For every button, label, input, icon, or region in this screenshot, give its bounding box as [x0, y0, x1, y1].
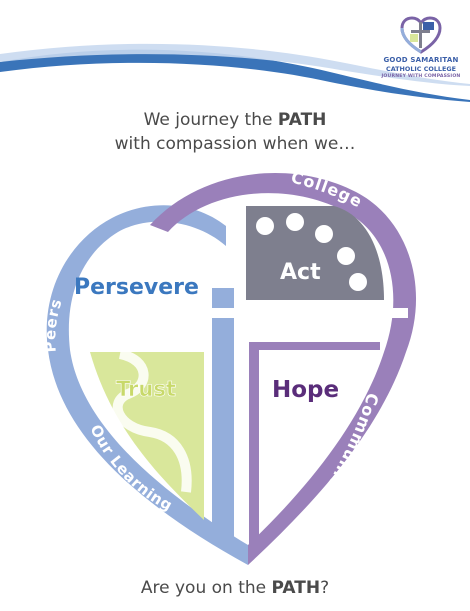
headline: We journey the PATH with compassion when…: [0, 108, 470, 156]
headline-line1-prefix: We journey the: [143, 110, 278, 130]
college-logo: GOOD SAMARITAN CATHOLIC COLLEGE JOURNEY …: [378, 14, 464, 94]
act-quadrant: [246, 206, 384, 300]
headline-path-emphasis: PATH: [277, 110, 327, 130]
cross-horizontal-gap: [118, 308, 408, 318]
logo-text-line2: CATHOLIC COLLEGE: [386, 65, 456, 73]
act-dots: [256, 213, 367, 291]
headline-line2: with compassion when we…: [114, 134, 356, 154]
footer-question: Are you on the PATH?: [0, 578, 470, 598]
cross-vertical-bar: [212, 288, 234, 538]
footer-path-emphasis: PATH: [271, 578, 321, 598]
headline-line1: We journey the PATH: [0, 108, 470, 132]
label-trust: Trust: [116, 377, 176, 401]
trust-path-swirl: [112, 349, 192, 493]
label-act: Act: [280, 260, 321, 285]
logo-text-line1: GOOD SAMARITAN: [383, 56, 459, 64]
label-peers: Peers: [41, 296, 66, 353]
logo-tagline: JOURNEY WITH COMPASSION: [381, 74, 461, 79]
blue-heart-band: [46, 205, 249, 565]
label-persevere: Persevere: [74, 275, 199, 300]
college-crest-icon: [400, 16, 442, 54]
path-heart-diagram: College Community Our Learning Peers Per…: [0, 160, 417, 566]
purple-heart-band: [150, 172, 417, 566]
footer-prefix: Are you on the: [140, 578, 272, 598]
label-hope: Hope: [272, 377, 339, 403]
header-wave: [0, 43, 470, 102]
footer-suffix: ?: [320, 578, 330, 598]
